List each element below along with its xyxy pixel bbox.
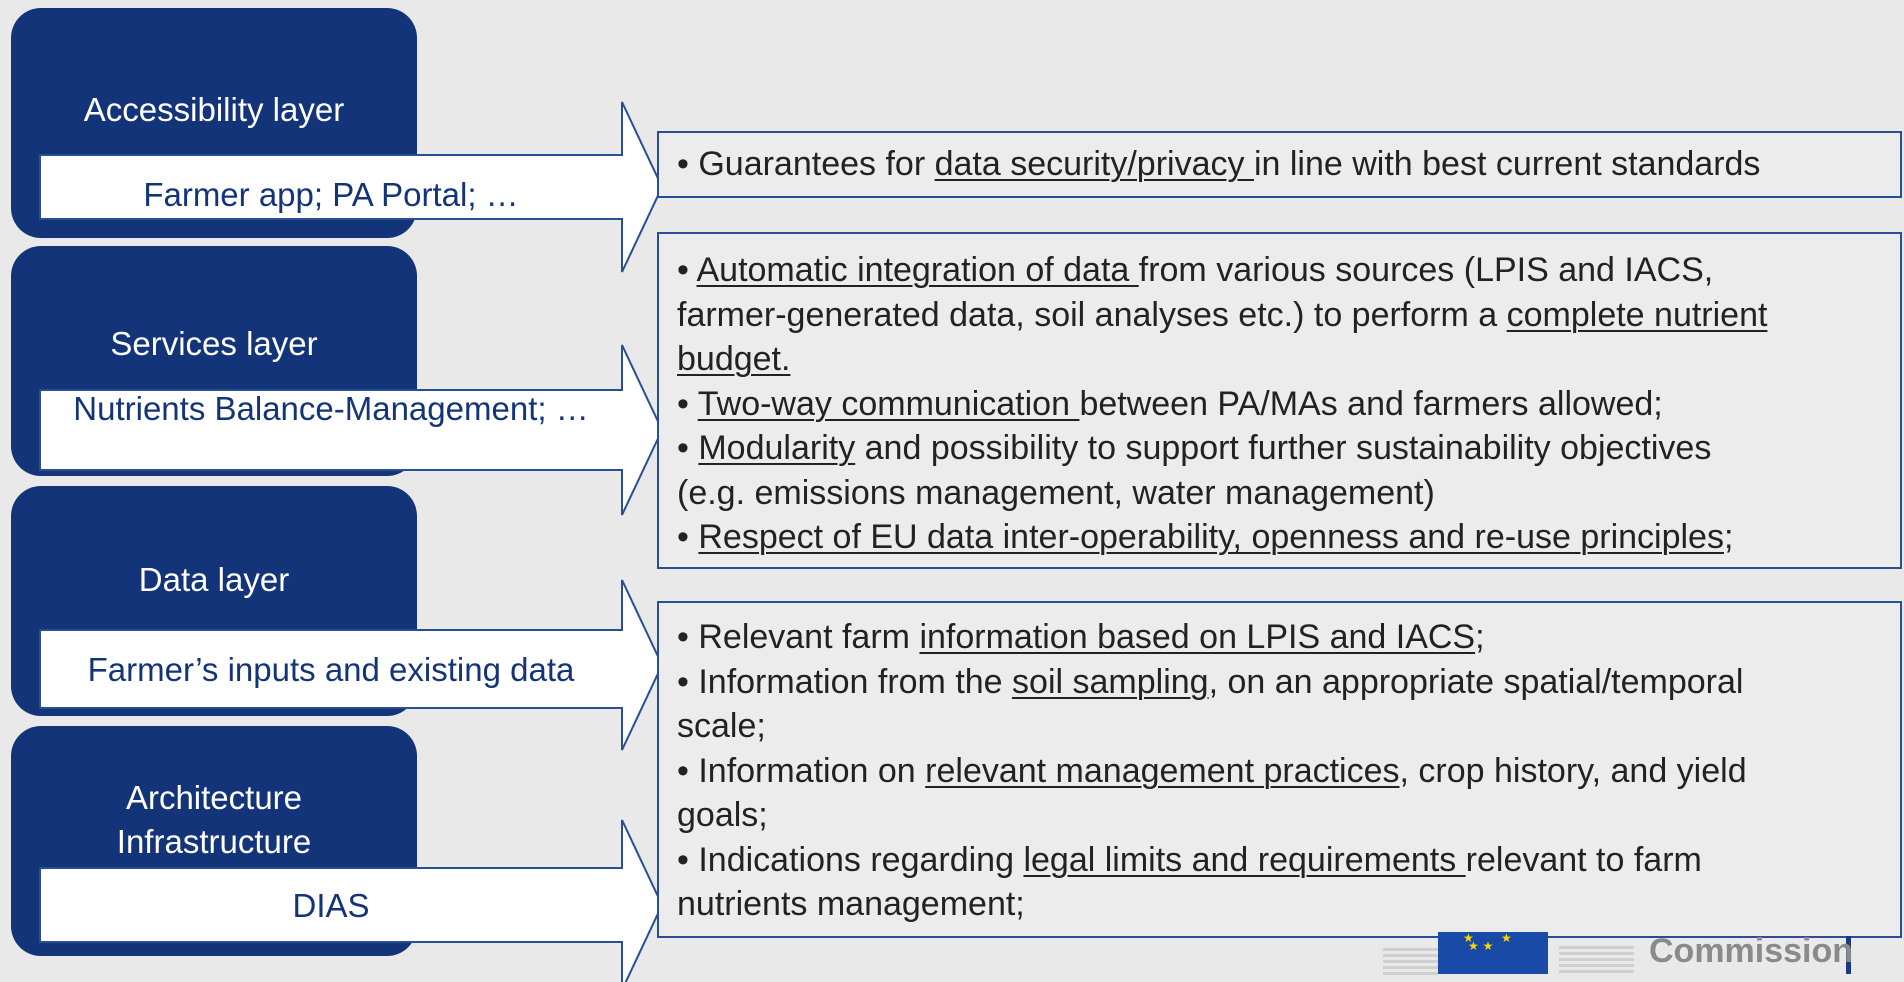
services-line-2: farmer-generated data, soil analyses etc…: [677, 295, 1768, 334]
data-arrow-label: Farmer’s inputs and existing data: [87, 651, 575, 688]
architecture-arrow: [39, 819, 664, 982]
data-line-6: • Indications regarding legal limits and…: [677, 840, 1702, 879]
services-arrow-label: Nutrients Balance-Management; …: [73, 390, 589, 427]
svg-text:★: ★: [1463, 932, 1474, 945]
eu-flag-icon: ★ ★ ★ ★: [1383, 932, 1851, 975]
data-line-1: • Relevant farm information based on LPI…: [677, 618, 1485, 656]
accessibility-arrow: [39, 101, 664, 273]
data-line-2: • Information from the soil sampling, on…: [677, 662, 1744, 701]
accessibility-layer-title: Accessibility layer: [83, 91, 345, 128]
data-line-3: scale;: [677, 707, 766, 745]
architecture-layer-title: Architecture Infrastructure: [116, 779, 312, 860]
data-arrow: [39, 579, 664, 751]
data-layer-title: Data layer: [138, 561, 290, 598]
data-line-7: nutrients management;: [677, 885, 1025, 923]
services-line-3: budget.: [677, 340, 791, 378]
european-commission-logo: ★ ★ ★ ★ Commission: [1383, 932, 1851, 982]
commission-logo-text: Commission: [1649, 932, 1851, 970]
services-line-6: (e.g. emissions management, water manage…: [677, 473, 1435, 512]
services-line-1: • Automatic integration of data from var…: [677, 251, 1714, 289]
security-description-box: • Guarantees for data security/privacy i…: [657, 131, 1902, 198]
svg-text:★ ★: ★ ★: [1468, 939, 1493, 953]
data-description-box: • Relevant farm information based on LPI…: [657, 601, 1902, 938]
security-line-1: • Guarantees for data security/privacy i…: [677, 145, 1761, 183]
svg-text:★: ★: [1501, 932, 1512, 945]
data-line-5: goals;: [677, 796, 768, 834]
accessibility-arrow-label: Farmer app; PA Portal; …: [143, 176, 519, 213]
architecture-arrow-label: DIAS: [292, 887, 370, 924]
data-line-4: • Information on relevant management pra…: [677, 751, 1747, 790]
services-description-box: • Automatic integration of data from var…: [657, 232, 1902, 569]
services-line-4: • Two-way communication between PA/MAs a…: [677, 384, 1663, 423]
services-layer-title: Services layer: [110, 325, 318, 362]
services-line-5: • Modularity and possibility to support …: [677, 429, 1712, 467]
services-arrow: [39, 344, 664, 516]
services-line-7: • Respect of EU data inter-operability, …: [677, 518, 1734, 556]
